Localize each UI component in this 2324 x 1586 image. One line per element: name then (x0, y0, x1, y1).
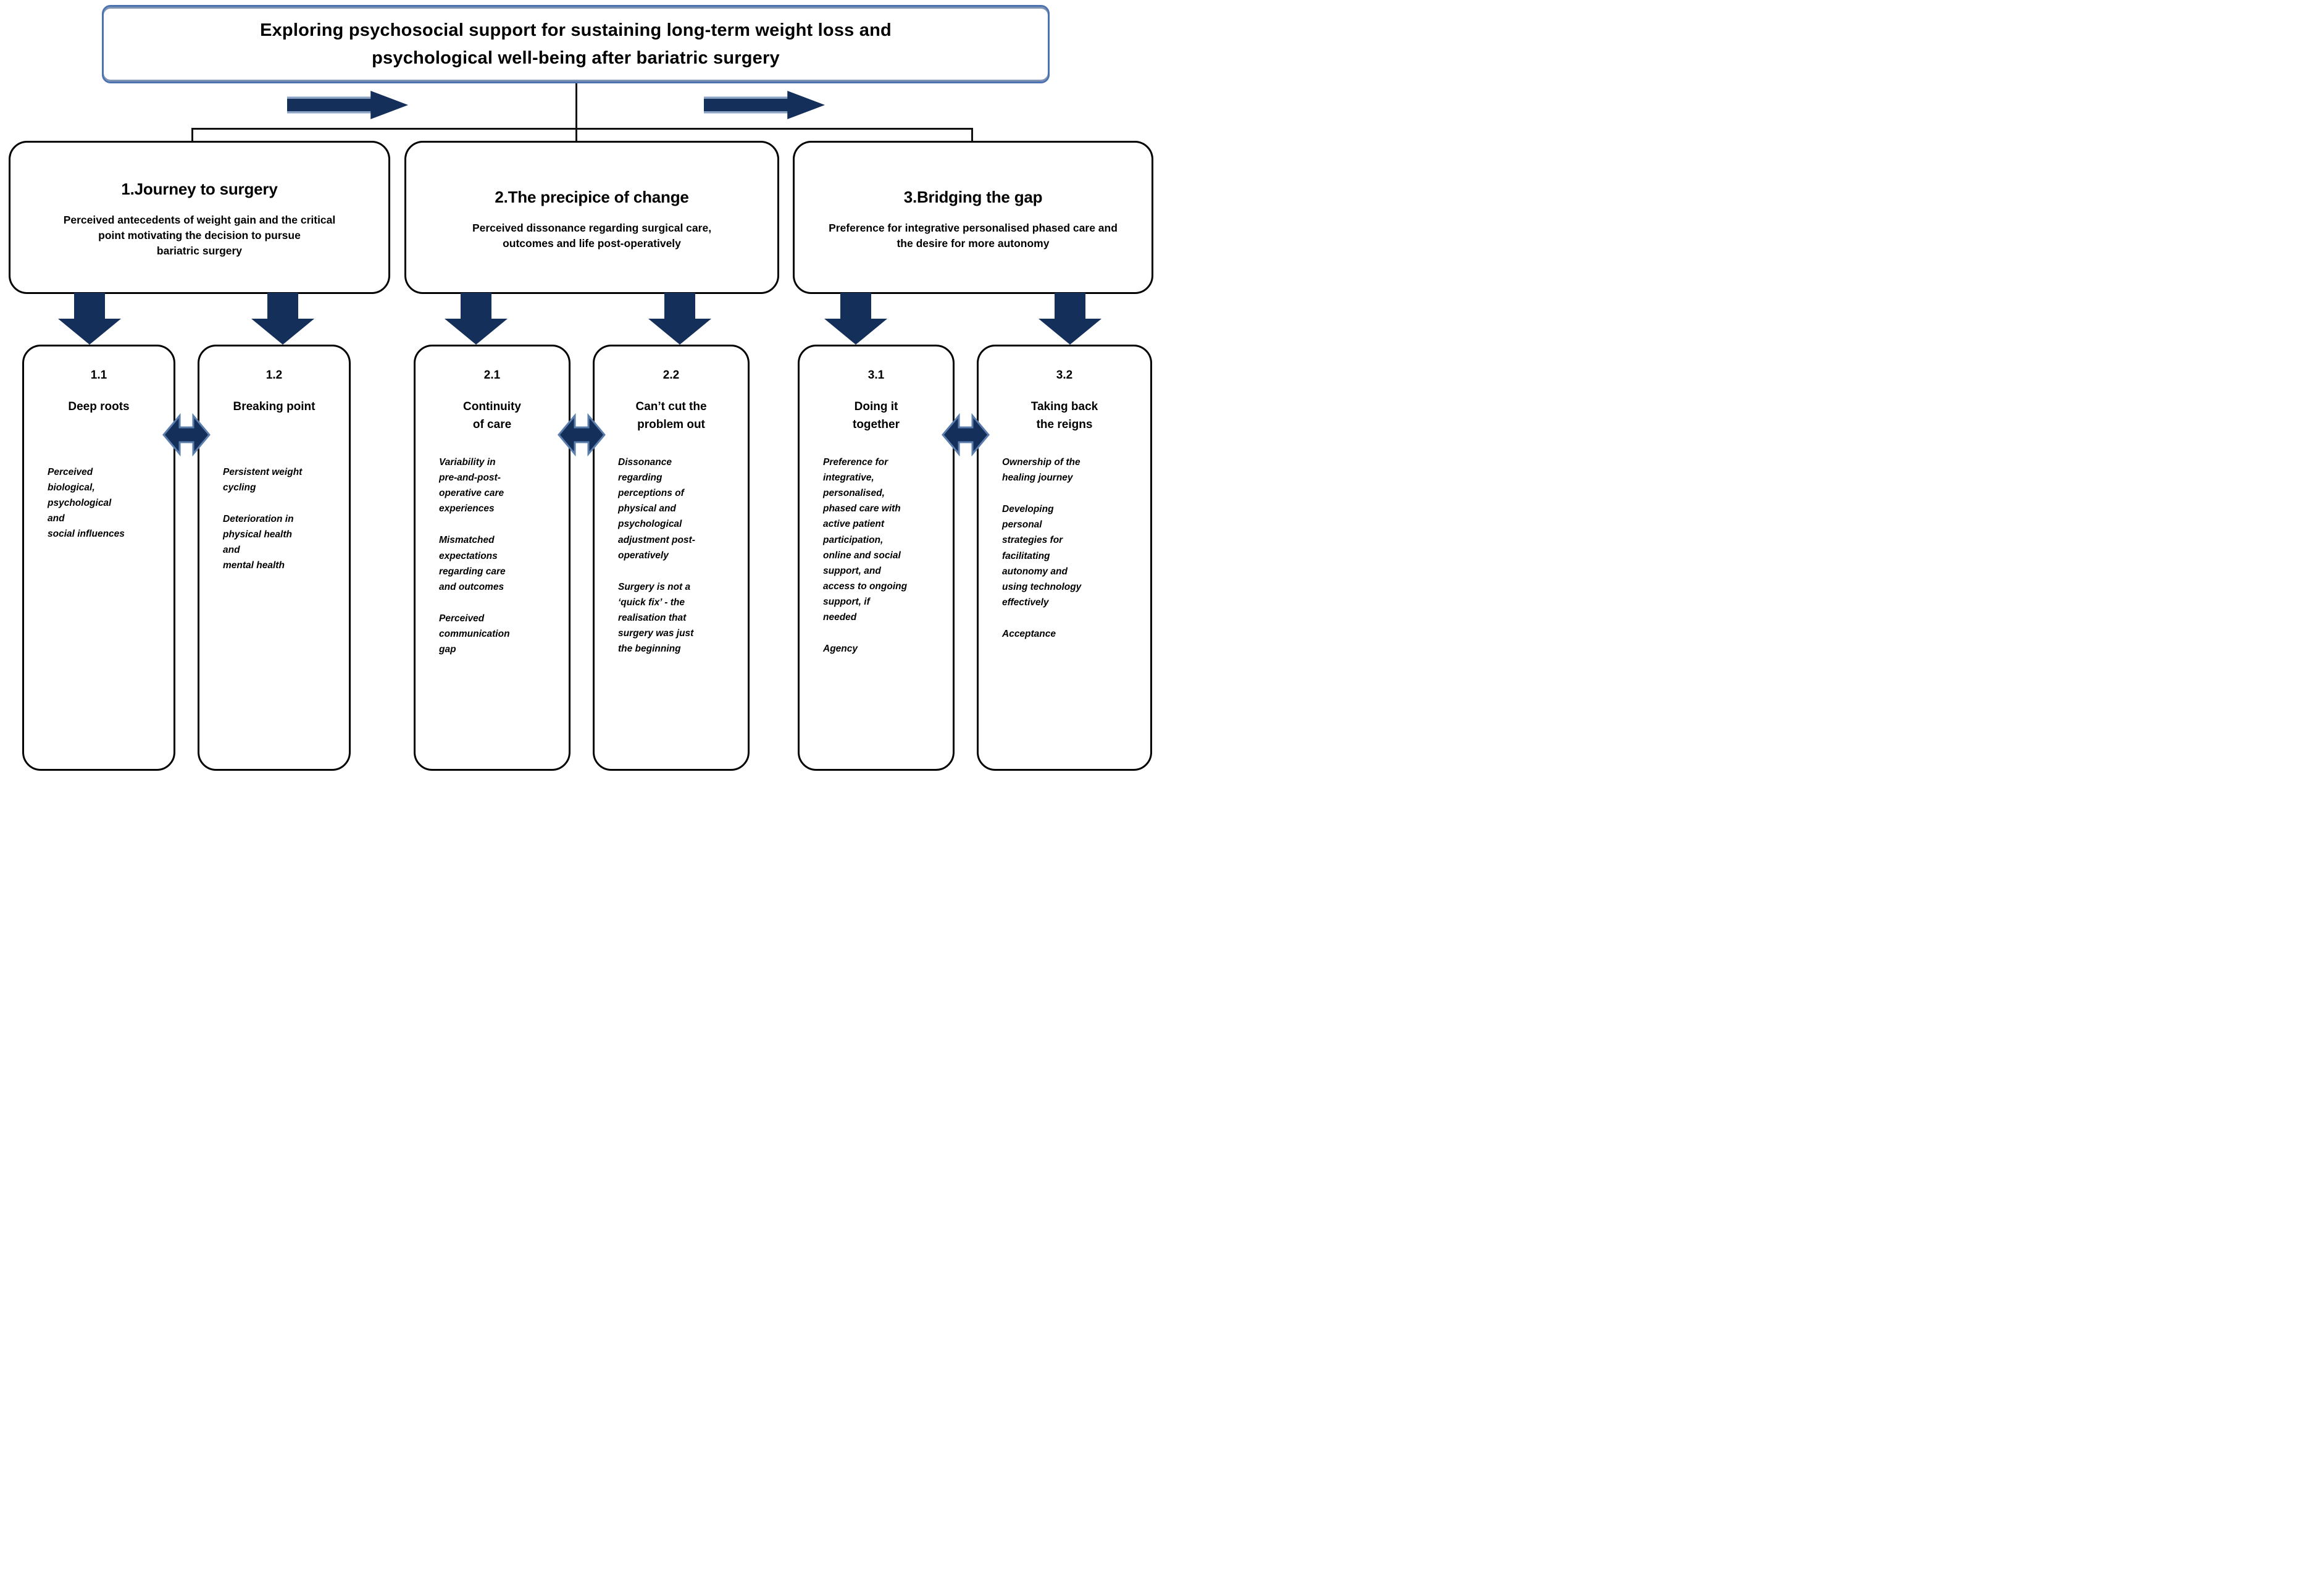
theme-title: 3.Bridging the gap (903, 187, 1043, 206)
theme-title: 1.Journey to surgery (121, 180, 278, 199)
subtheme-number: 1.2 (265, 369, 283, 382)
double-headed-arrow-icon (942, 413, 990, 456)
subtheme-number: 3.1 (867, 369, 885, 382)
theme-description: Perceived dissonance regarding surgical … (472, 221, 712, 250)
right-arrow-icon (704, 91, 825, 119)
connector-line-drop-left (191, 128, 193, 141)
double-headed-arrow-icon (558, 413, 606, 456)
subtheme-points: Variability in pre-and-post- operative c… (416, 455, 569, 657)
subtheme-box-3-2: 3.2 Taking back the reigns Ownership of … (977, 345, 1152, 771)
subtheme-points: Dissonance regarding perceptions of phys… (595, 455, 748, 657)
subtheme-points: Ownership of the healing journey Develop… (979, 455, 1150, 642)
down-arrow-icon (824, 293, 887, 345)
subtheme-box-3-1: 3.1 Doing it together Preference for int… (798, 345, 955, 771)
subtheme-number: 2.2 (663, 369, 680, 382)
subtheme-box-1-1: 1.1 Deep roots Perceived biological, psy… (22, 345, 175, 771)
subtheme-title: Continuity of care (463, 400, 521, 431)
figure-title: Exploring psychosocial support for susta… (260, 20, 892, 68)
down-arrow-icon (251, 293, 314, 345)
subtheme-box-2-2: 2.2 Can’t cut the problem out Dissonance… (593, 345, 750, 771)
subtheme-points: Preference for integrative, personalised… (800, 455, 953, 657)
theme-box-3: 3.Bridging the gap Preference for integr… (793, 141, 1153, 294)
theme-box-2: 2.The precipice of change Perceived diss… (404, 141, 779, 294)
subtheme-title: Doing it together (853, 400, 900, 431)
subtheme-box-1-2: 1.2 Breaking point Persistent weight cyc… (198, 345, 351, 771)
theme-title: 2.The precipice of change (495, 187, 689, 206)
subtheme-title: Breaking point (233, 400, 316, 413)
subtheme-title: Can’t cut the problem out (635, 400, 707, 431)
subtheme-point: Acceptance (1002, 628, 1056, 639)
subtheme-points: Perceived biological, psychological and … (24, 464, 173, 542)
down-arrow-icon (445, 293, 508, 345)
double-headed-arrow-icon (162, 413, 211, 456)
subtheme-point: Perceived communication gap (439, 613, 510, 655)
subtheme-point: Variability in pre-and-post- operative c… (439, 457, 504, 514)
thematic-map-diagram: Exploring psychosocial support for susta… (0, 0, 1167, 793)
subtheme-point: Developing personal strategies for facil… (1002, 504, 1082, 608)
connector-line-drop-right (971, 128, 973, 141)
subtheme-point: Dissonance regarding perceptions of phys… (618, 457, 695, 561)
down-arrow-icon (58, 293, 121, 345)
subtheme-number: 2.1 (483, 369, 501, 382)
subtheme-point: Perceived biological, psychological and … (48, 466, 125, 539)
subtheme-point: Deterioration in physical health and men… (223, 513, 294, 571)
subtheme-point: Mismatched expectations regarding care a… (439, 535, 506, 592)
subtheme-point: Persistent weight cycling (223, 466, 303, 493)
subtheme-points: Persistent weight cycling Deterioration … (199, 464, 349, 574)
down-arrow-icon (1039, 293, 1101, 345)
subtheme-number: 1.1 (90, 369, 107, 382)
subtheme-point: Agency (823, 644, 858, 655)
subtheme-title: Deep roots (68, 400, 130, 413)
theme-box-1: 1.Journey to surgery Perceived anteceden… (9, 141, 390, 294)
down-arrow-icon (648, 293, 711, 345)
right-arrow-icon (287, 91, 408, 119)
connector-line-horizontal (191, 128, 973, 130)
subtheme-box-2-1: 2.1 Continuity of care Variability in pr… (414, 345, 571, 771)
subtheme-point: Ownership of the healing journey (1002, 457, 1080, 484)
subtheme-point: Preference for integrative, personalised… (823, 457, 908, 623)
subtheme-point: Surgery is not a ‘quick fix’ - the reali… (618, 581, 694, 655)
connector-line-vertical (575, 83, 577, 141)
figure-title-box: Exploring psychosocial support for susta… (102, 5, 1050, 83)
theme-description: Preference for integrative personalised … (829, 221, 1118, 250)
theme-description: Perceived antecedents of weight gain and… (63, 214, 336, 257)
subtheme-number: 3.2 (1056, 369, 1073, 382)
subtheme-title: Taking back the reigns (1030, 400, 1098, 431)
